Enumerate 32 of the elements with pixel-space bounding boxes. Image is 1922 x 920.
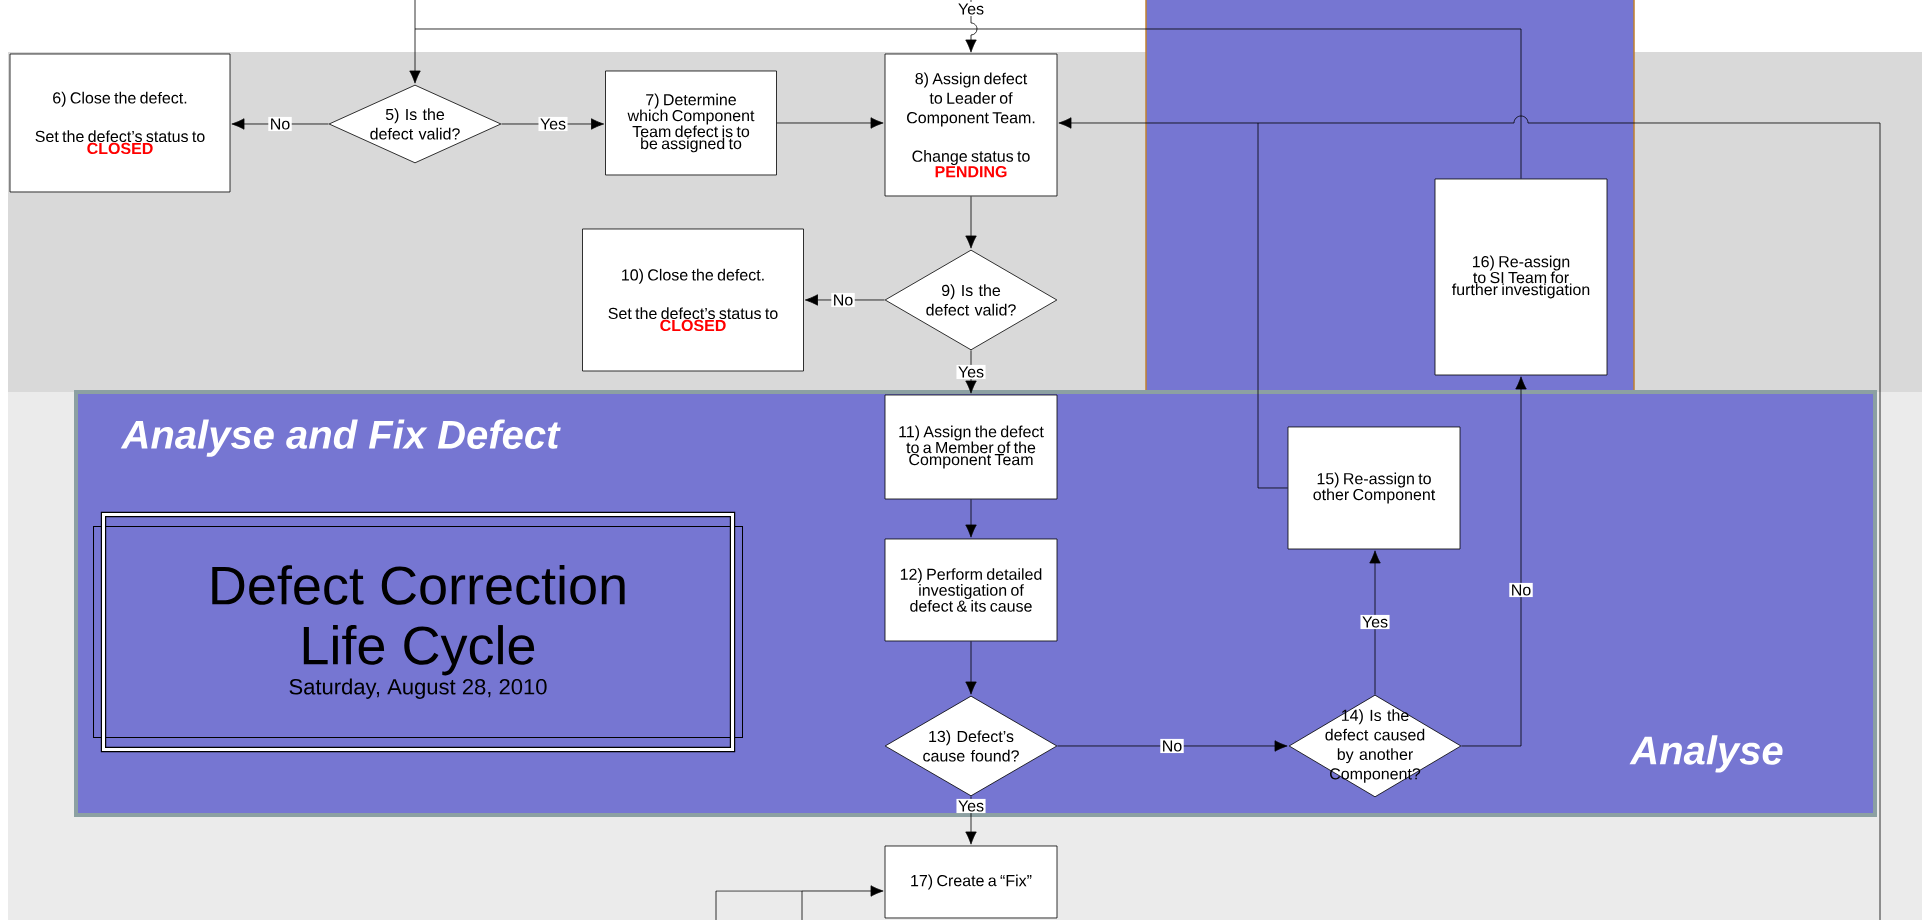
arrow <box>965 499 977 538</box>
arrow <box>1058 117 1259 129</box>
lane-label: Analyse <box>1629 735 1783 773</box>
arrow <box>1461 376 1527 747</box>
line <box>414 28 1522 179</box>
arrow <box>409 28 421 84</box>
arrow <box>965 641 977 695</box>
process-box: 17) Create a “Fix” <box>884 845 1058 919</box>
arrow <box>1369 550 1381 695</box>
line <box>1257 122 1288 489</box>
process-box: 10) Close the defect. Set the defect’s status to CLOSED <box>582 228 804 372</box>
process-box: 6) Close the defect. Set the defect’s status to CLOSED <box>9 53 231 193</box>
arrow <box>231 118 329 130</box>
line <box>715 890 803 920</box>
arrow <box>804 294 885 306</box>
arrow <box>965 0 978 53</box>
arrow <box>965 196 977 249</box>
title-frame: Defect Correction Life Cycle Saturday, August 28, 2010 <box>93 511 743 753</box>
arrow <box>801 885 884 897</box>
arrow <box>776 117 884 129</box>
process-box: 7) Determine which Component Team defect is to be assigned to <box>605 70 777 176</box>
arrow <box>1057 740 1288 752</box>
line <box>1257 115 1881 920</box>
process-box: 11) Assign the defect to a Member of the Component Team <box>884 394 1058 500</box>
process-box: 8) Assign defect to Leader of Component Team. Change status to PENDING <box>884 53 1058 197</box>
line <box>414 0 416 30</box>
line <box>801 890 803 920</box>
process-box: 16) Re-assign to SI Team for further investigation <box>1434 178 1608 376</box>
arrow <box>965 796 977 845</box>
process-box: 15) Re-assign to other Component <box>1287 426 1461 550</box>
arrow <box>965 350 977 394</box>
process-box: 12) Perform detailed investigation of defect & its cause <box>884 538 1058 642</box>
